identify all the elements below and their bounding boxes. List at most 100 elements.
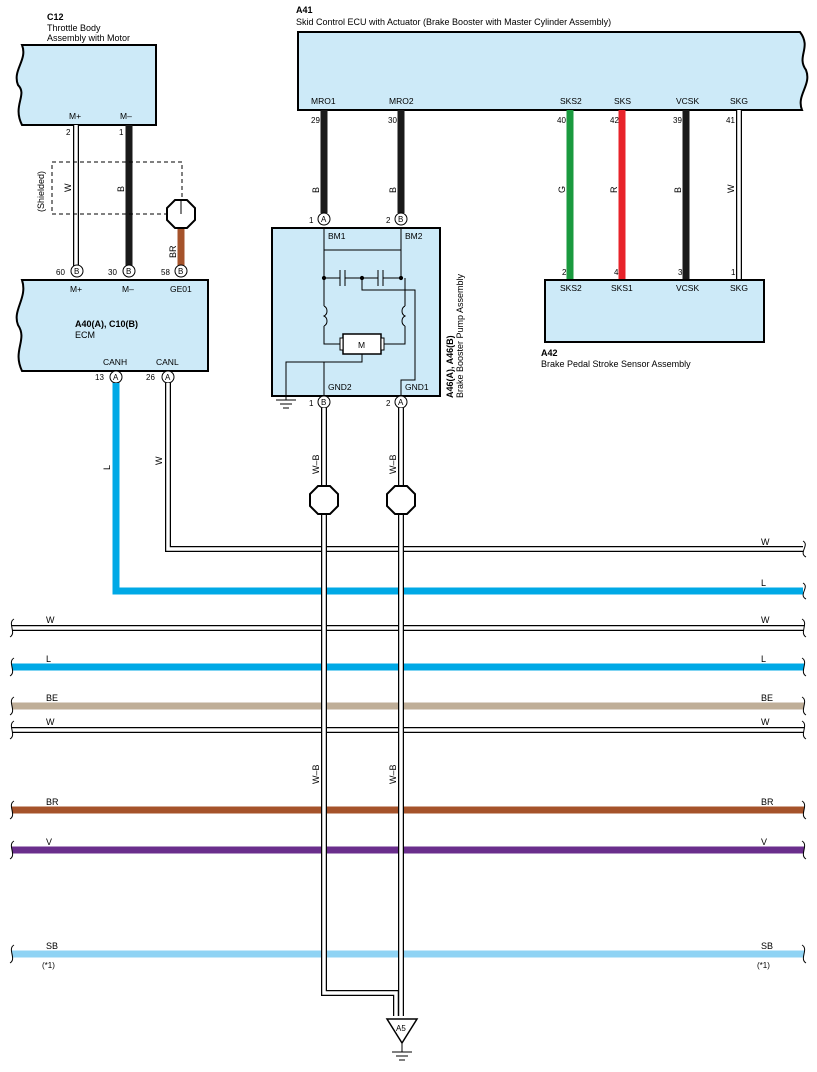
bus-label-right: W xyxy=(761,615,770,625)
bus-break-mark xyxy=(9,696,15,716)
bus-label-left: W xyxy=(46,717,55,727)
ground-icon xyxy=(392,1043,412,1061)
c12-throttle-body: C12 Throttle Body Assembly with Motor M+… xyxy=(15,12,157,137)
a42-pinnum-4: 4 xyxy=(614,268,619,277)
a41-pinnum-40: 40 xyxy=(557,116,566,125)
ecm-pinnum-13: 13 xyxy=(95,373,104,382)
a41-pinnum-29: 29 xyxy=(311,116,320,125)
splice-octagon-gnd1 xyxy=(386,485,416,515)
a42-pinnum-1: 1 xyxy=(731,268,736,277)
ecm-pinnum-26: 26 xyxy=(146,373,155,382)
bus-label-canl-right: W xyxy=(761,537,770,547)
c12-ecm-wires: (Shielded) W B BR xyxy=(36,125,196,266)
a42-code: A42 xyxy=(541,348,558,358)
a42-pin-vcsk: VCSK xyxy=(676,283,699,293)
bus-break-mark xyxy=(9,840,15,860)
wire-label-skg: W xyxy=(726,184,736,193)
a42-pin-sks2: SKS2 xyxy=(560,283,582,293)
bus-label-right: L xyxy=(761,654,766,664)
wire-label-gnd2-lower: W–B xyxy=(311,764,321,784)
bus-break-mark xyxy=(801,720,807,740)
c12-name-2: Assembly with Motor xyxy=(47,33,130,43)
ecm-conn-b1: B xyxy=(74,267,79,276)
bus-label-canh-right: L xyxy=(761,578,766,588)
wire-label-c12-mminus: B xyxy=(116,186,126,192)
c12-code: C12 xyxy=(47,12,64,22)
bus-label-left: V xyxy=(46,837,52,847)
a42-pinnum-3: 3 xyxy=(678,268,683,277)
wire-label-mro1: B xyxy=(311,187,321,193)
a41-pin-mro1: MRO1 xyxy=(311,96,336,106)
ecm: 60 30 58 B B B M+ M– GE01 A40(A), C10(B)… xyxy=(15,264,209,384)
ecm-pin-canh: CANH xyxy=(103,357,127,367)
c12-pinnum-1: 1 xyxy=(119,128,124,137)
splice-octagon-gnd2 xyxy=(309,485,339,515)
a41-pin-mro2: MRO2 xyxy=(389,96,414,106)
ecm-conn-b3: B xyxy=(178,267,183,276)
a46-code: A46(A), A46(B) xyxy=(445,335,455,398)
bus-break-mark xyxy=(9,944,15,964)
a42-pin-sks1: SKS1 xyxy=(611,283,633,293)
a41-code: A41 xyxy=(296,5,313,15)
ground-wires: W–B W–B W–B W–B xyxy=(309,408,416,1016)
bus-label-right: W xyxy=(761,717,770,727)
a46-case-ground-icon xyxy=(276,399,296,409)
bus-break-mark xyxy=(801,618,807,638)
a46-pin-bm2: BM2 xyxy=(405,231,423,241)
bus-note-left: (*1) xyxy=(42,961,55,970)
ecm-pin-mminus: M– xyxy=(122,284,134,294)
wire-label-gnd1-lower: W–B xyxy=(388,764,398,784)
a46-internal-circuit xyxy=(285,228,416,400)
a41-pin-skg: SKG xyxy=(730,96,748,106)
ecm-conn-a1: A xyxy=(113,373,119,382)
a46-pinnum-top-1: 1 xyxy=(309,216,314,225)
bus-break-mark xyxy=(801,800,807,820)
bus-break-mark xyxy=(801,840,807,860)
wire-label-c12-mplus: W xyxy=(63,183,73,192)
a46-conn-b-top: B xyxy=(398,215,403,224)
bus-break-mark xyxy=(9,720,15,740)
bus-label-left: SB xyxy=(46,941,58,951)
wire-label-mro2: B xyxy=(388,187,398,193)
a46-pinnum-top-2: 2 xyxy=(386,216,391,225)
can-wires: L W W L xyxy=(102,383,807,600)
bus-break-mark xyxy=(9,657,15,677)
bus-break-mark xyxy=(801,944,807,964)
ecm-pin-mplus: M+ xyxy=(70,284,82,294)
c12-pin-mplus: M+ xyxy=(69,111,81,121)
a46-booster-pump: 1 2 A B BM1 BM2 xyxy=(271,212,465,409)
c12-pin-mminus: M– xyxy=(120,111,132,121)
a41-pin-sks: SKS xyxy=(614,96,631,106)
a42-stroke-sensor: 2 4 3 1 SKS2 SKS1 VCSK SKG A42 Brake Ped… xyxy=(541,268,765,369)
a41-pinnum-42: 42 xyxy=(610,116,619,125)
ground-point-a5: A5 xyxy=(385,1018,419,1061)
ecm-code: A40(A), C10(B) xyxy=(75,319,138,329)
bus-label-right: V xyxy=(761,837,767,847)
a41-name: Skid Control ECU with Actuator (Brake Bo… xyxy=(296,17,611,27)
a42-pin-skg: SKG xyxy=(730,283,748,293)
a46-motor: M xyxy=(358,340,365,350)
ecm-name: ECM xyxy=(75,330,95,340)
bus-break-mark xyxy=(9,618,15,638)
c12-name-1: Throttle Body xyxy=(47,23,101,33)
wire-label-gnd1: W–B xyxy=(388,454,398,474)
a41-pinnum-41: 41 xyxy=(726,116,735,125)
wire-label-vcsk: B xyxy=(673,187,683,193)
bus-label-right: BE xyxy=(761,693,773,703)
a41-pinnum-39: 39 xyxy=(673,116,682,125)
a42-name: Brake Pedal Stroke Sensor Assembly xyxy=(541,359,691,369)
bus-label-left: BR xyxy=(46,797,59,807)
ecm-pin-ge01: GE01 xyxy=(170,284,192,294)
ground-code: A5 xyxy=(396,1024,406,1033)
wire-label-canl: W xyxy=(154,456,164,465)
a46-conn-b-bot: B xyxy=(321,398,326,407)
a46-pin-bm1: BM1 xyxy=(328,231,346,241)
a46-pin-gnd2: GND2 xyxy=(328,382,352,392)
a41-pin-vcsk: VCSK xyxy=(676,96,699,106)
wire-label-gnd2: W–B xyxy=(311,454,321,474)
mro-wires: B B xyxy=(311,110,405,213)
ecm-pin-canl: CANL xyxy=(156,357,179,367)
a41-pin-sks2: SKS2 xyxy=(560,96,582,106)
a41-pinnum-30: 30 xyxy=(388,116,397,125)
ecm-pinnum-58: 58 xyxy=(161,268,170,277)
